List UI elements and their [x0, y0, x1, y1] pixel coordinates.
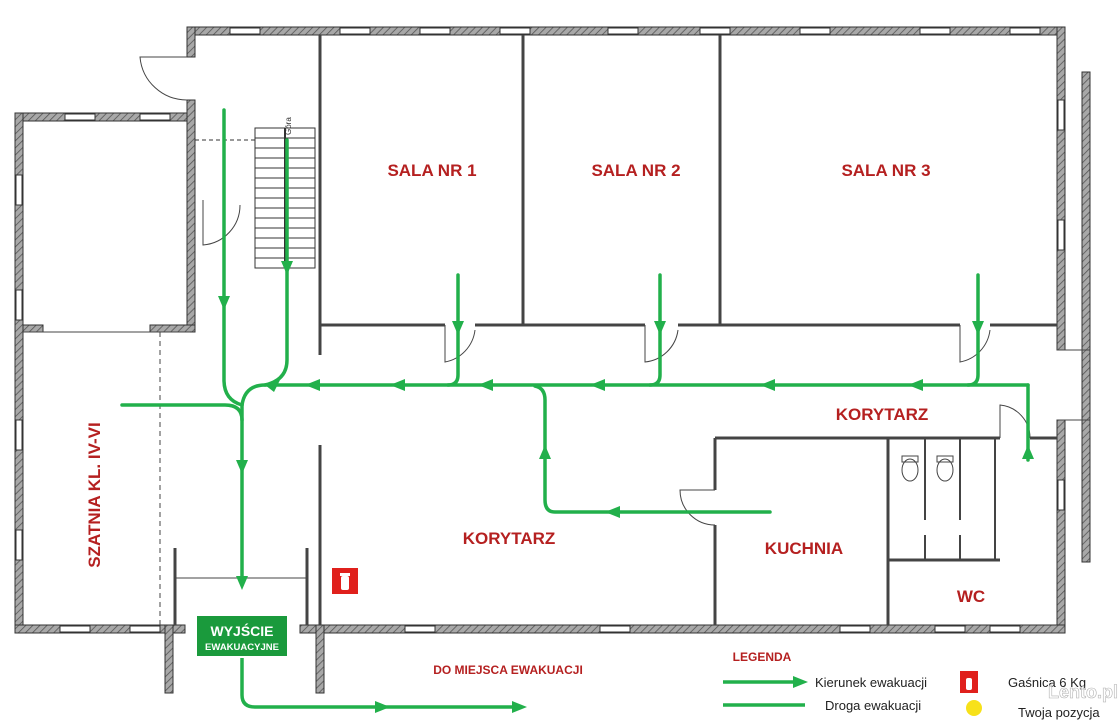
room-label-szatnia: SZATNIA KL. IV-VI	[85, 422, 104, 567]
room-label-kuchnia: KUCHNIA	[765, 539, 843, 558]
windows	[15, 27, 1065, 633]
room-label-wc: WC	[957, 587, 985, 606]
evacuation-routes	[120, 108, 1030, 709]
legend-title: LEGENDA	[733, 650, 792, 664]
exit-sign-line2: EWAKUACYJNE	[205, 642, 279, 653]
position-marker-icon	[966, 700, 982, 716]
room-label-sala3: SALA NR 3	[841, 161, 930, 180]
fire-extinguisher-icon	[332, 568, 358, 594]
legend-route: Droga ewakuacji	[825, 698, 921, 713]
room-label-korytarz-upper: KORYTARZ	[836, 405, 929, 424]
doors	[139, 56, 1031, 526]
staircase	[195, 127, 316, 269]
legend-direction: Kierunek ewakuacji	[815, 675, 927, 690]
legend-extinguisher: Gaśnica 6 Kg	[1008, 675, 1086, 690]
watermark-text: Lento.pl	[1048, 682, 1118, 702]
room-label-korytarz-lower: KORYTARZ	[463, 529, 556, 548]
stairs-label: Góra	[284, 117, 293, 135]
exit-sign-line1: WYJŚCIE	[210, 622, 273, 639]
legend-extinguisher-icon	[960, 671, 978, 693]
destination-label: DO MIEJSCA EWAKUACJI	[433, 663, 583, 677]
watermark: Lento.pl	[1048, 682, 1119, 703]
legend-position: Twoja pozycja	[1018, 705, 1100, 720]
room-label-sala1: SALA NR 1	[387, 161, 476, 180]
exit-sign: WYJŚCIE EWAKUACYJNE	[195, 614, 289, 658]
room-label-sala2: SALA NR 2	[591, 161, 680, 180]
direction-arrows	[218, 261, 1034, 713]
legend: LEGENDA Kierunek ewakuacji Droga ewakuac…	[723, 650, 1100, 720]
wc-stalls	[901, 438, 996, 560]
